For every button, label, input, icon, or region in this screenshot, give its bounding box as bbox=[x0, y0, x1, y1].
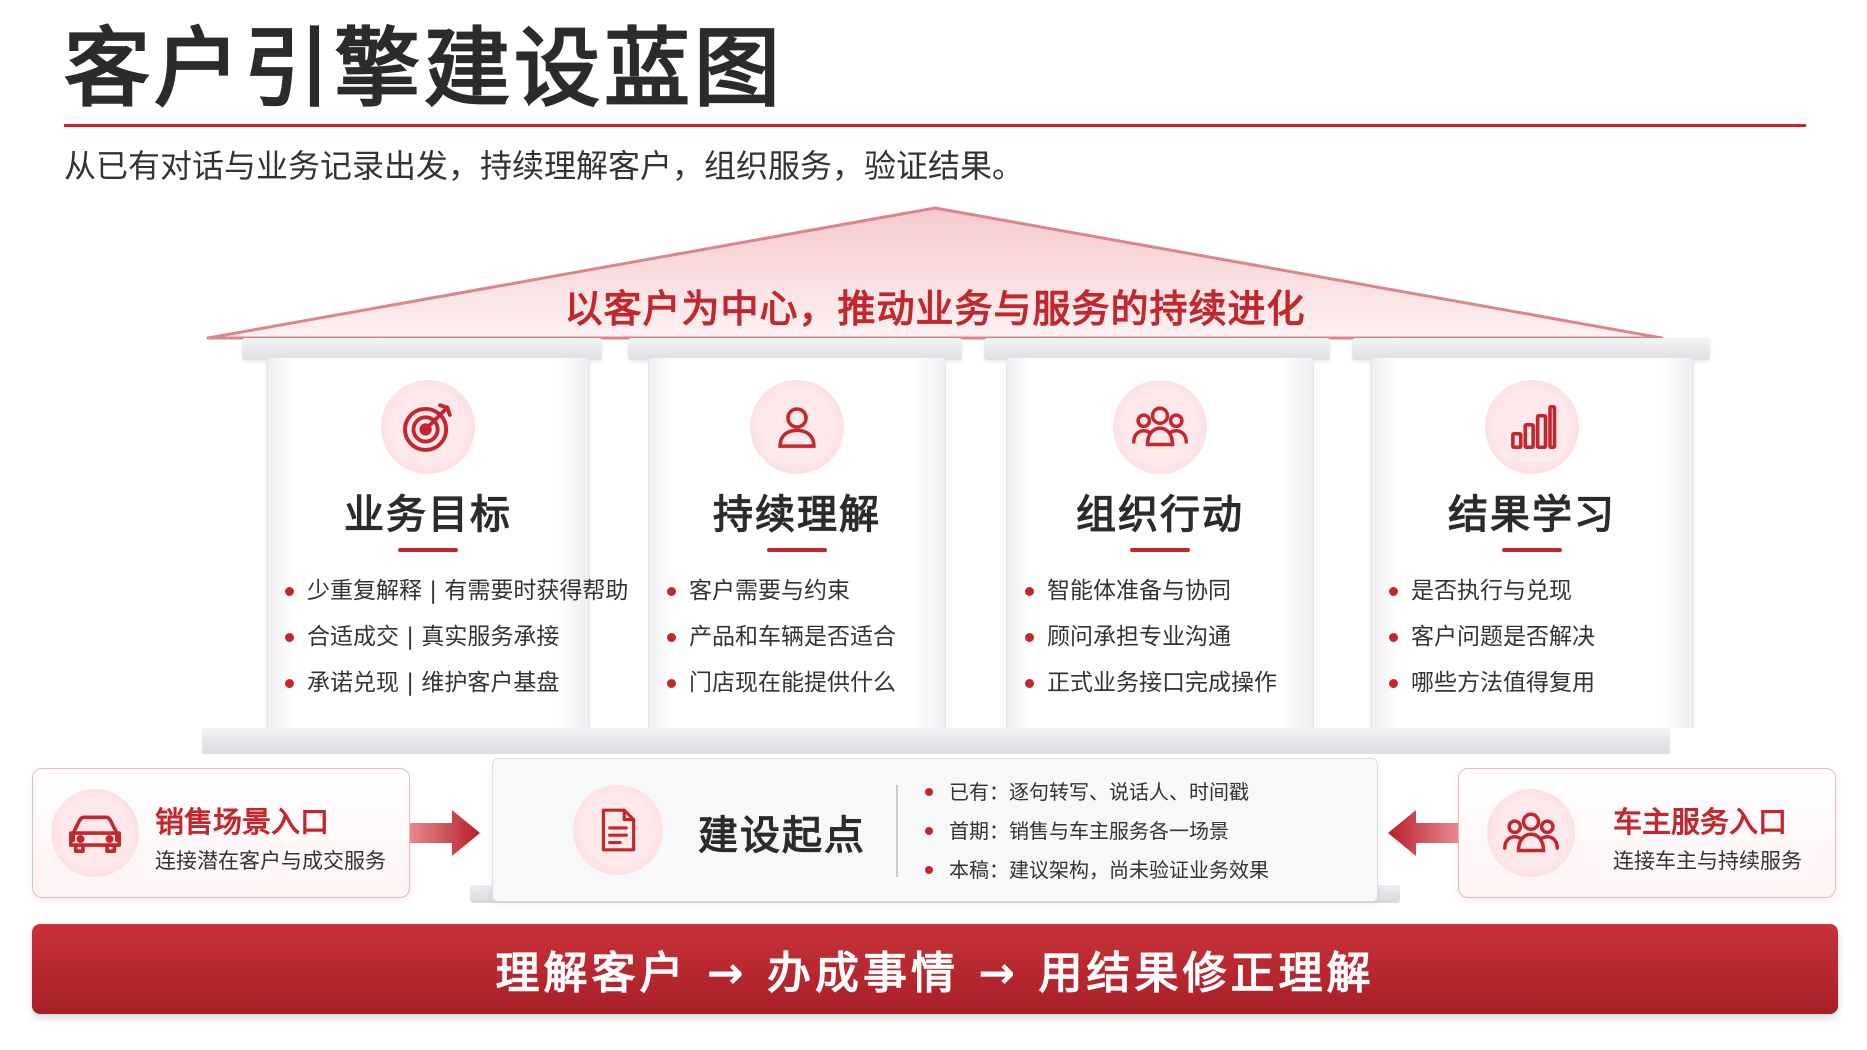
pillar-item: 客户问题是否解决 bbox=[1389, 614, 1687, 660]
foundation-card: 建设起点 已有：逐句转写、说话人、时间戳 首期：销售与车主服务各一场景 本稿：建… bbox=[492, 758, 1378, 902]
pillar-organize-action: 组织行动 智能体准备与协同 顾问承担专业沟通 正式业务接口完成操作 bbox=[1006, 358, 1314, 728]
pillar-item-text: 正式业务接口完成操作 bbox=[1047, 670, 1277, 696]
page-title: 客户引擎建设蓝图 bbox=[64, 19, 784, 119]
bullet-dot bbox=[667, 633, 676, 642]
target-icon bbox=[381, 380, 475, 474]
arrow-left-icon bbox=[1388, 810, 1458, 856]
car-icon bbox=[51, 789, 139, 877]
bullet-dot bbox=[285, 633, 294, 642]
owner-service-entry-card[interactable]: 车主服务入口 连接车主与持续服务 bbox=[1458, 768, 1836, 898]
page-subtitle: 从已有对话与业务记录出发，持续理解客户，组织服务，验证结果。 bbox=[64, 147, 1025, 185]
pillar-capital bbox=[242, 338, 602, 360]
pillar-capital bbox=[984, 338, 1330, 360]
bullet-dot bbox=[1389, 587, 1398, 596]
pillar-item-text: 少重复解释 | 有需要时获得帮助 bbox=[307, 578, 629, 604]
bullet-dot bbox=[285, 679, 294, 688]
bullet-dot bbox=[1025, 633, 1034, 642]
pillar-title-underline bbox=[1130, 548, 1190, 552]
pillar-capital bbox=[1352, 338, 1710, 360]
pillar-title-underline bbox=[1502, 548, 1562, 552]
pillar-title: 持续理解 bbox=[713, 492, 881, 538]
pillar-item: 产品和车辆是否适合 bbox=[667, 614, 939, 660]
pillar-title: 结果学习 bbox=[1448, 492, 1616, 538]
pillar-result-learning: 结果学习 是否执行与兑现 客户问题是否解决 哪些方法值得复用 bbox=[1370, 358, 1694, 728]
title-divider bbox=[64, 124, 1806, 127]
pillar-item-text: 客户需要与约束 bbox=[689, 578, 850, 604]
pillar-item: 是否执行与兑现 bbox=[1389, 568, 1687, 614]
foundation-item: 首期：销售与车主服务各一场景 bbox=[925, 812, 1269, 851]
pillar-title: 业务目标 bbox=[344, 492, 512, 538]
foundation-item: 本稿：建议架构，尚未验证业务效果 bbox=[925, 851, 1269, 890]
bullet-dot bbox=[1389, 633, 1398, 642]
bottom-banner: 理解客户 → 办成事情 → 用结果修正理解 bbox=[32, 924, 1838, 1014]
bullet-dot bbox=[667, 679, 676, 688]
foundation-item-text: 首期：销售与车主服务各一场景 bbox=[949, 819, 1229, 843]
entry-title: 车主服务入口 bbox=[1613, 805, 1788, 839]
entry-title: 销售场景入口 bbox=[155, 805, 330, 839]
pillar-item: 门店现在能提供什么 bbox=[667, 660, 939, 706]
bullet-dot bbox=[667, 587, 676, 596]
pillar-item-text: 客户问题是否解决 bbox=[1411, 624, 1595, 650]
document-icon bbox=[573, 785, 663, 875]
pillar-continuous-understanding: 持续理解 客户需要与约束 产品和车辆是否适合 门店现在能提供什么 bbox=[648, 358, 946, 728]
pillar-item-list: 智能体准备与协同 顾问承担专业沟通 正式业务接口完成操作 bbox=[1025, 568, 1307, 706]
arrow-right-icon bbox=[410, 810, 480, 856]
pillar-item-text: 顾问承担专业沟通 bbox=[1047, 624, 1231, 650]
pillar-item: 顾问承担专业沟通 bbox=[1025, 614, 1307, 660]
bullet-dot bbox=[925, 866, 933, 874]
pillar-item: 承诺兑现 | 维护客户基盘 bbox=[285, 660, 583, 706]
team-icon bbox=[1113, 380, 1207, 474]
pillar-item-text: 门店现在能提供什么 bbox=[689, 670, 896, 696]
bullet-dot bbox=[925, 788, 933, 796]
foundation-divider bbox=[896, 785, 898, 877]
pillar-item-list: 客户需要与约束 产品和车辆是否适合 门店现在能提供什么 bbox=[667, 568, 939, 706]
pillar-item-text: 合适成交 | 真实服务承接 bbox=[307, 624, 560, 650]
bullet-dot bbox=[1389, 679, 1398, 688]
pillar-item: 智能体准备与协同 bbox=[1025, 568, 1307, 614]
bar-chart-icon bbox=[1485, 380, 1579, 474]
pillar-item-text: 产品和车辆是否适合 bbox=[689, 624, 896, 650]
team-icon bbox=[1487, 789, 1575, 877]
pillar-capital bbox=[628, 338, 962, 360]
foundation-item-text: 本稿：建议架构，尚未验证业务效果 bbox=[949, 858, 1269, 882]
pillar-item-list: 少重复解释 | 有需要时获得帮助 合适成交 | 真实服务承接 承诺兑现 | 维护… bbox=[285, 568, 628, 706]
bullet-dot bbox=[925, 827, 933, 835]
sales-entry-card[interactable]: 销售场景入口 连接潜在客户与成交服务 bbox=[32, 768, 410, 898]
pillar-item-text: 智能体准备与协同 bbox=[1047, 578, 1231, 604]
pillar-item: 哪些方法值得复用 bbox=[1389, 660, 1687, 706]
foundation-item: 已有：逐句转写、说话人、时间戳 bbox=[925, 773, 1269, 812]
foundation-item-list: 已有：逐句转写、说话人、时间戳 首期：销售与车主服务各一场景 本稿：建议架构，尚… bbox=[925, 773, 1269, 890]
pillar-item: 合适成交 | 真实服务承接 bbox=[285, 614, 583, 660]
roof-slogan: 以客户为中心，推动业务与服务的持续进化 bbox=[564, 287, 1306, 331]
banner-text: 理解客户 → 办成事情 → 用结果修正理解 bbox=[495, 948, 1375, 999]
pillar-item-text: 是否执行与兑现 bbox=[1411, 578, 1572, 604]
foundation-item-text: 已有：逐句转写、说话人、时间戳 bbox=[949, 780, 1249, 804]
bullet-dot bbox=[1025, 679, 1034, 688]
bullet-dot bbox=[285, 587, 294, 596]
pillar-title-underline bbox=[767, 548, 827, 552]
foundation-ledge bbox=[202, 728, 1670, 754]
pillar-title-underline bbox=[398, 548, 458, 552]
pillar-title: 组织行动 bbox=[1076, 492, 1244, 538]
user-icon bbox=[750, 380, 844, 474]
bullet-dot bbox=[1025, 587, 1034, 596]
pillar-item: 少重复解释 | 有需要时获得帮助 bbox=[285, 568, 628, 614]
entry-description: 连接潜在客户与成交服务 bbox=[155, 849, 386, 873]
pillar-item: 客户需要与约束 bbox=[667, 568, 939, 614]
pillar-item-text: 承诺兑现 | 维护客户基盘 bbox=[307, 670, 560, 696]
pillar-business-goals: 业务目标 少重复解释 | 有需要时获得帮助 合适成交 | 真实服务承接 承诺兑现… bbox=[266, 358, 628, 728]
entry-description: 连接车主与持续服务 bbox=[1613, 849, 1802, 873]
pillar-item-text: 哪些方法值得复用 bbox=[1411, 670, 1595, 696]
pillar-item-list: 是否执行与兑现 客户问题是否解决 哪些方法值得复用 bbox=[1389, 568, 1687, 706]
pillar-item: 正式业务接口完成操作 bbox=[1025, 660, 1307, 706]
foundation-title: 建设起点 bbox=[698, 813, 866, 859]
